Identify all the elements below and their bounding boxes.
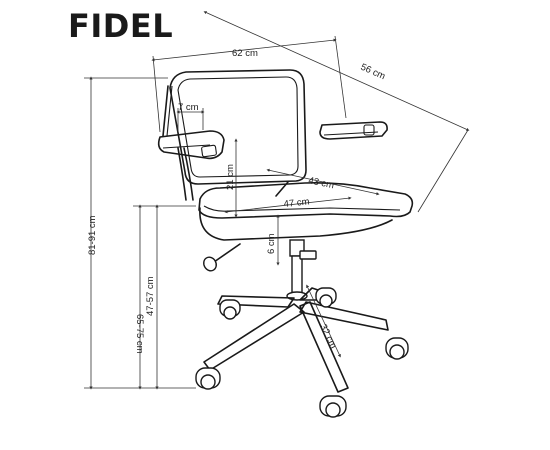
- casters: [195, 287, 409, 418]
- label-armrest-height: 65-75 cm: [134, 314, 145, 354]
- label-width: 62 cm: [232, 48, 258, 59]
- label-seat-thickness: 6 cm: [266, 233, 277, 254]
- chair-illustration: [157, 69, 414, 418]
- left-armrest: [157, 130, 225, 160]
- gas-lift: [203, 239, 317, 301]
- label-backrest-height: 21 cm: [225, 164, 236, 190]
- label-seat-width: 47 cm: [283, 196, 310, 210]
- caster-front-center: [319, 395, 347, 418]
- dim-line-seat-depth: [266, 168, 380, 196]
- label-arm-width: 7 cm: [178, 102, 199, 113]
- label-total-height: 81-91 cm: [87, 215, 98, 255]
- label-depth: 56 cm: [359, 62, 387, 83]
- caster-back-left: [219, 299, 241, 320]
- label-seat-height: 47-57 cm: [145, 276, 156, 316]
- dim-line-seat-width: [224, 196, 352, 214]
- label-base-radius: 32 cm: [317, 322, 338, 350]
- right-armrest: [319, 121, 388, 140]
- dim-line-depth: [203, 11, 470, 131]
- label-seat-depth: 43 cm: [307, 175, 335, 191]
- caster-right: [385, 337, 409, 360]
- caster-front-left: [195, 367, 221, 390]
- dimension-lines: [84, 11, 470, 390]
- dim-line-base-radius: [306, 284, 341, 358]
